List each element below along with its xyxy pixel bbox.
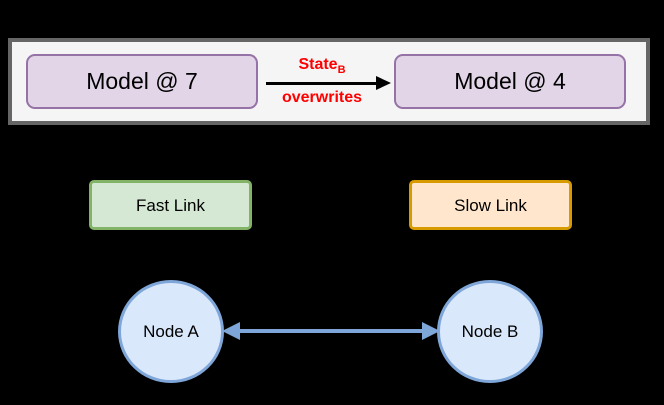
node-b-label: Node B bbox=[461, 322, 519, 341]
model-box-left[interactable]: Model @ 7 bbox=[26, 54, 258, 109]
node-link-line bbox=[238, 329, 424, 333]
edge-label-state: StateB bbox=[266, 56, 378, 76]
overwrite-arrow-line bbox=[266, 82, 378, 85]
node-link-arrow-head-left-icon bbox=[222, 322, 240, 340]
edge-label-overwrites: overwrites bbox=[281, 89, 363, 106]
fast-link-label: Fast Link bbox=[136, 195, 205, 215]
model-box-right[interactable]: Model @ 4 bbox=[394, 54, 626, 109]
model-state-banner: Model @ 7 StateB overwrites Model @ 4 bbox=[8, 38, 650, 125]
node-a-label: Node A bbox=[143, 322, 199, 341]
edge-label-state-text: State bbox=[298, 56, 338, 73]
model-box-left-label: Model @ 7 bbox=[86, 68, 198, 94]
model-box-right-label: Model @ 4 bbox=[454, 68, 566, 94]
edge-label-state-subscript: B bbox=[337, 64, 346, 76]
node-a-ellipse[interactable]: Node A bbox=[118, 280, 224, 383]
slow-link-label: Slow Link bbox=[454, 195, 527, 215]
slow-link-box[interactable]: Slow Link bbox=[409, 180, 572, 230]
fast-link-box[interactable]: Fast Link bbox=[89, 180, 252, 230]
node-link-arrow-head-right-icon bbox=[422, 322, 440, 340]
overwrite-arrow-head-icon bbox=[376, 76, 391, 90]
node-b-ellipse[interactable]: Node B bbox=[437, 280, 543, 383]
